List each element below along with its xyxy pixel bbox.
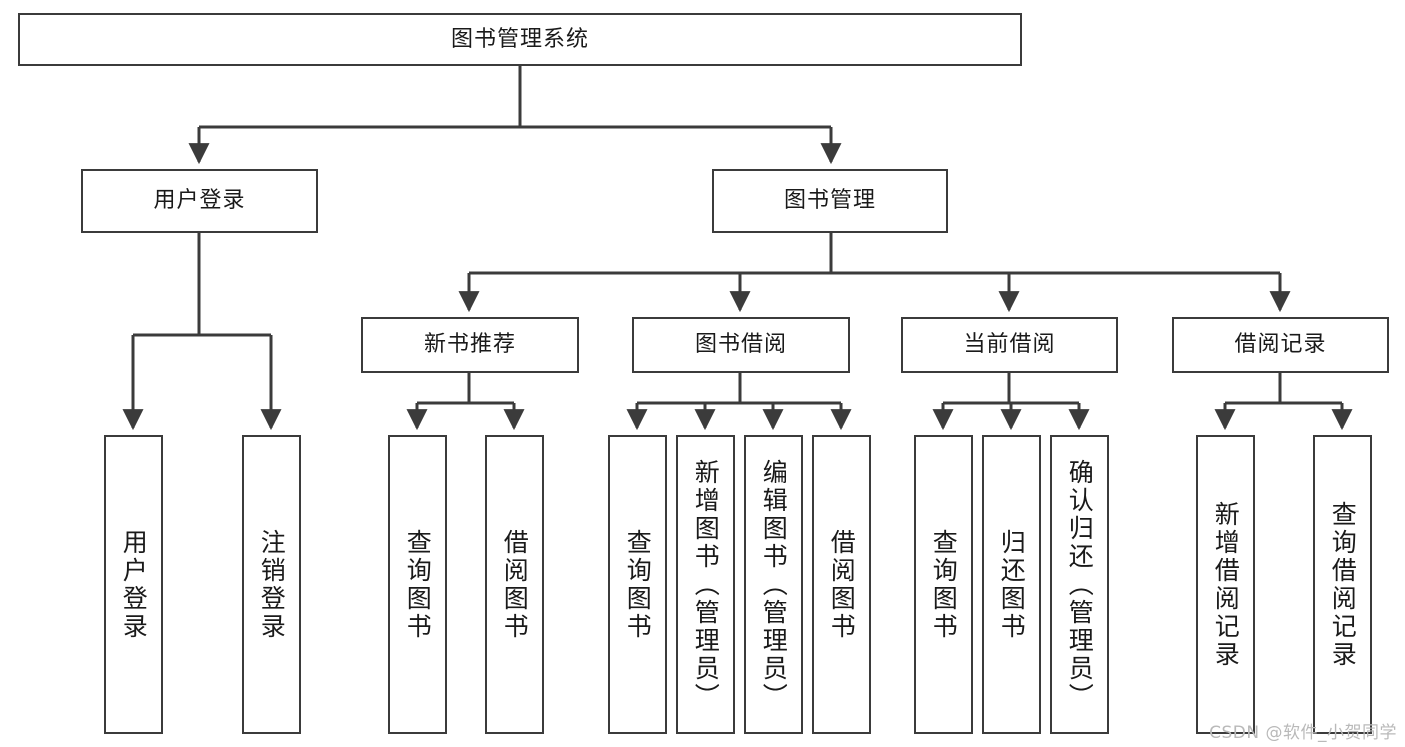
node-leaf-borrow-book-2[interactable]: 借阅图书	[812, 435, 871, 734]
node-leaf-query-book-3-label: 查询图书	[929, 528, 959, 641]
node-leaf-borrow-book-1[interactable]: 借阅图书	[485, 435, 544, 734]
node-root-label: 图书管理系统	[450, 26, 589, 52]
node-root[interactable]: 图书管理系统	[18, 13, 1022, 66]
node-leaf-add-record[interactable]: 新增借阅记录	[1196, 435, 1255, 734]
node-book-borrow[interactable]: 图书借阅	[632, 317, 850, 373]
node-leaf-query-book-2[interactable]: 查询图书	[608, 435, 667, 734]
node-user-login-label: 用户登录	[153, 188, 246, 214]
node-leaf-edit-book-label: 编辑图书（管理员）	[759, 458, 789, 711]
node-leaf-query-book-1-label: 查询图书	[403, 528, 433, 641]
node-leaf-return-book-label: 归还图书	[997, 528, 1027, 641]
node-leaf-confirm-return[interactable]: 确认归还（管理员）	[1050, 435, 1109, 734]
node-leaf-query-book-1[interactable]: 查询图书	[388, 435, 447, 734]
node-leaf-logout-label: 注销登录	[257, 528, 287, 641]
node-leaf-logout[interactable]: 注销登录	[242, 435, 301, 734]
node-leaf-user-login[interactable]: 用户登录	[104, 435, 163, 734]
node-leaf-query-record[interactable]: 查询借阅记录	[1313, 435, 1372, 734]
node-borrow-record[interactable]: 借阅记录	[1172, 317, 1389, 373]
node-book-manage[interactable]: 图书管理	[712, 169, 948, 233]
node-current-borrow-label: 当前借阅	[963, 332, 1056, 358]
node-leaf-edit-book[interactable]: 编辑图书（管理员）	[744, 435, 803, 734]
node-book-borrow-label: 图书借阅	[694, 332, 787, 358]
node-leaf-confirm-return-label: 确认归还（管理员）	[1065, 458, 1095, 711]
node-user-login[interactable]: 用户登录	[81, 169, 318, 233]
node-new-book-rec[interactable]: 新书推荐	[361, 317, 579, 373]
node-leaf-user-login-label: 用户登录	[119, 528, 149, 641]
node-current-borrow[interactable]: 当前借阅	[901, 317, 1118, 373]
node-new-book-rec-label: 新书推荐	[423, 332, 516, 358]
node-leaf-add-book[interactable]: 新增图书（管理员）	[676, 435, 735, 734]
node-leaf-add-book-label: 新增图书（管理员）	[691, 458, 721, 711]
node-leaf-borrow-book-2-label: 借阅图书	[827, 528, 857, 641]
node-leaf-borrow-book-1-label: 借阅图书	[500, 528, 530, 641]
node-leaf-add-record-label: 新增借阅记录	[1211, 500, 1241, 669]
node-leaf-query-book-2-label: 查询图书	[623, 528, 653, 641]
node-leaf-return-book[interactable]: 归还图书	[982, 435, 1041, 734]
node-book-manage-label: 图书管理	[783, 188, 876, 214]
node-borrow-record-label: 借阅记录	[1234, 332, 1327, 358]
node-leaf-query-book-3[interactable]: 查询图书	[914, 435, 973, 734]
node-leaf-query-record-label: 查询借阅记录	[1328, 500, 1358, 669]
csdn-watermark: CSDN @软件_小贺同学	[1209, 723, 1397, 743]
